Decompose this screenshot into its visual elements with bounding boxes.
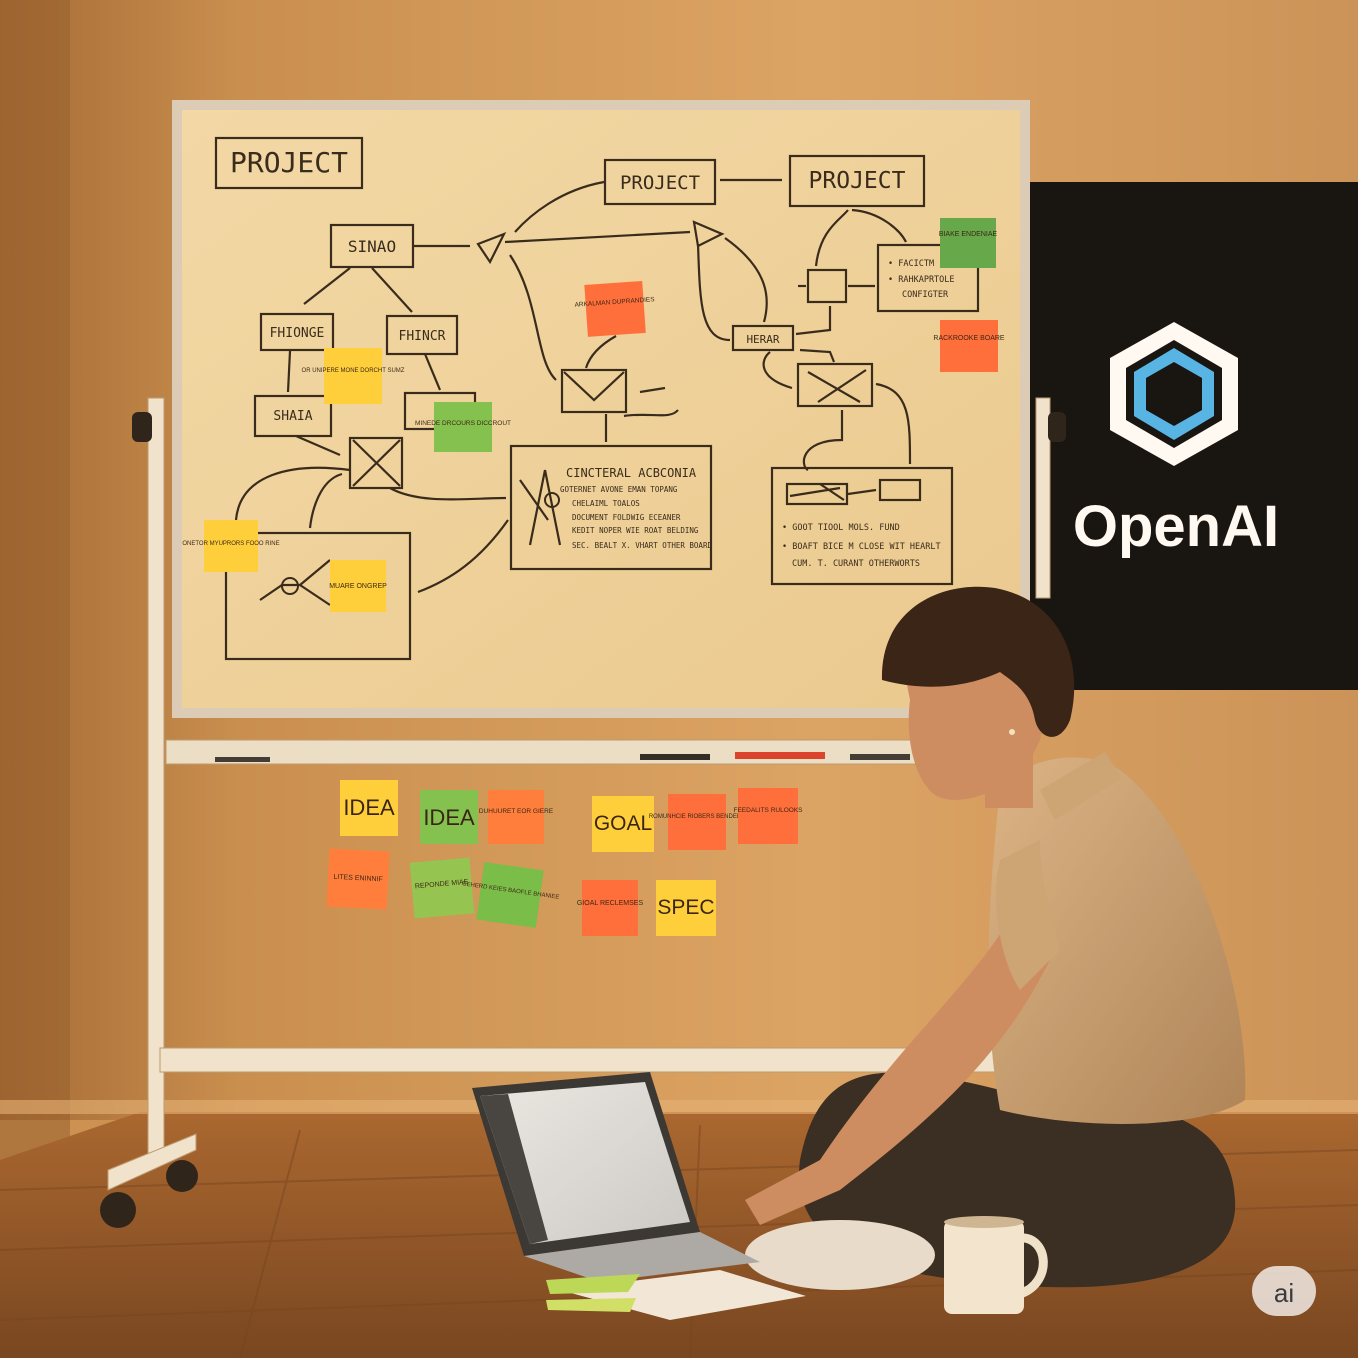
- sticky-note: SPEC: [656, 880, 716, 936]
- box-label-project: PROJECT: [809, 168, 906, 194]
- box-label: FHINCR: [399, 329, 446, 344]
- sticky-note: DUHUURET EOR GIERE: [479, 790, 554, 844]
- svg-text:ROMUNHCIE RIOBERS BENDERS: ROMUNHCIE RIOBERS BENDERS: [649, 814, 745, 820]
- diagram-node: [281, 577, 299, 595]
- svg-text:GIOAL RECLEMSES: GIOAL RECLEMSES: [577, 900, 644, 907]
- wall-corner-shadow: [0, 0, 70, 1160]
- panel-line: DOCUMENT FOLDWIG ECEANER: [572, 513, 681, 522]
- svg-text:GOAL: GOAL: [594, 812, 652, 835]
- svg-text:SPEC: SPEC: [657, 896, 714, 919]
- box-label-project: PROJECT: [620, 172, 700, 194]
- sticky-note: REPONDE MIAE: [409, 857, 475, 919]
- sticky-note: MINEDE DRCOURS DICCROUT: [415, 402, 511, 452]
- box-label: SINAO: [348, 237, 396, 256]
- svg-text:IDEA: IDEA: [343, 795, 395, 820]
- ai-badge-label: ai: [1274, 1278, 1294, 1308]
- laptop-keyboard-deck: [524, 1232, 760, 1282]
- svg-text:MUARE ONGREP: MUARE ONGREP: [329, 583, 387, 590]
- svg-text:FEEDALITS RULOOKS: FEEDALITS RULOOKS: [734, 807, 804, 814]
- diagram-node: [544, 492, 560, 508]
- ai-badge: ai: [1252, 1266, 1316, 1316]
- box-label-project: PROJECT: [230, 146, 348, 179]
- panel-line: • RAHKAPRTOLE: [888, 275, 955, 285]
- sticky-note: IDEA: [340, 780, 398, 836]
- panel-line: • BOAFT BICE M CLOSE WIT HEARLT: [782, 542, 941, 552]
- box-label: SHAIA: [273, 409, 312, 424]
- sticky-note: ROMUNHCIE RIOBERS BENDERS: [649, 794, 745, 850]
- hexagon-icon: [1110, 322, 1238, 466]
- laptop: [472, 1072, 760, 1282]
- sticky-pad: [546, 1274, 640, 1294]
- panel-line: CUM. T. CURANT OTHERWORTS: [792, 559, 920, 569]
- box-label: FHIONGE: [270, 326, 325, 341]
- sticky-note: ONETOR MYUPRORS FOOO RINE: [182, 520, 280, 572]
- panel-heading: CINCTERAL ACBCONIA: [566, 466, 697, 480]
- wheel: [100, 1192, 136, 1228]
- box-label: HERAR: [746, 333, 779, 346]
- sticky-note: OR UNIPERE MONE DORCHT SUMZ: [302, 348, 405, 404]
- svg-text:BIAKE ENDENIAE: BIAKE ENDENIAE: [939, 231, 998, 238]
- panel-line: GOTERNET AVONE EMAN TOPANG: [560, 485, 678, 494]
- brand-name: OpenAI: [1073, 494, 1279, 559]
- mug: [944, 1216, 1048, 1314]
- sticky-note: ARKALMAN DUPRANDIES: [574, 280, 656, 337]
- stand-knob: [132, 412, 152, 442]
- panel-line: KEDIT NOPER WIE ROAT BELDING: [572, 526, 699, 535]
- svg-text:ONETOR MYUPRORS FOOO RINE: ONETOR MYUPRORS FOOO RINE: [182, 541, 279, 547]
- svg-text:IDEA: IDEA: [423, 805, 475, 830]
- stand-knob: [1048, 412, 1066, 442]
- svg-text:LITES ENINNIF: LITES ENINNIF: [333, 874, 383, 884]
- panel-line: CONFIGTER: [902, 290, 949, 300]
- sticky-note: IDEA: [420, 790, 478, 844]
- diagram-strokes: [214, 136, 980, 661]
- svg-text:RACKROOKE BOARE: RACKROOKE BOARE: [933, 335, 1005, 342]
- panel-line: CHELAIML TOALOS: [572, 499, 640, 508]
- sticky-pad: [546, 1298, 636, 1312]
- person: [745, 586, 1246, 1290]
- sticky-note: GEHERD KEIES BAOFLE BHANIEE: [461, 862, 560, 928]
- sticky-note: LITES ENINNIF: [326, 848, 390, 910]
- whiteboard-surface: [182, 110, 1020, 708]
- panel-line: SEC. BEALT X. VHART OTHER BOARD: [572, 541, 712, 550]
- sticky-note: MUARE ONGREP: [329, 560, 387, 612]
- svg-text:DUHUURET EOR GIERE: DUHUURET EOR GIERE: [479, 808, 554, 815]
- sticky-note: FEEDALITS RULOOKS: [734, 788, 804, 844]
- wheel: [166, 1160, 198, 1192]
- panel-line: • GOOT TIOOL MOLS. FUND: [782, 523, 900, 533]
- svg-text:REPONDE MIAE: REPONDE MIAE: [415, 879, 469, 891]
- sticky-note: GOAL: [592, 796, 654, 852]
- sticky-note: RACKROOKE BOARE: [933, 320, 1005, 372]
- whiteboard-stand: [107, 397, 1051, 1191]
- sticky-note: GIOAL RECLEMSES: [577, 880, 644, 936]
- svg-text:OR UNIPERE MONE DORCHT SUMZ: OR UNIPERE MONE DORCHT SUMZ: [302, 368, 405, 374]
- markers: [215, 752, 910, 762]
- svg-text:MINEDE DRCOURS DICCROUT: MINEDE DRCOURS DICCROUT: [415, 420, 511, 427]
- sticky-note: BIAKE ENDENIAE: [939, 218, 998, 268]
- panel-line: • FACICTM: [888, 259, 934, 269]
